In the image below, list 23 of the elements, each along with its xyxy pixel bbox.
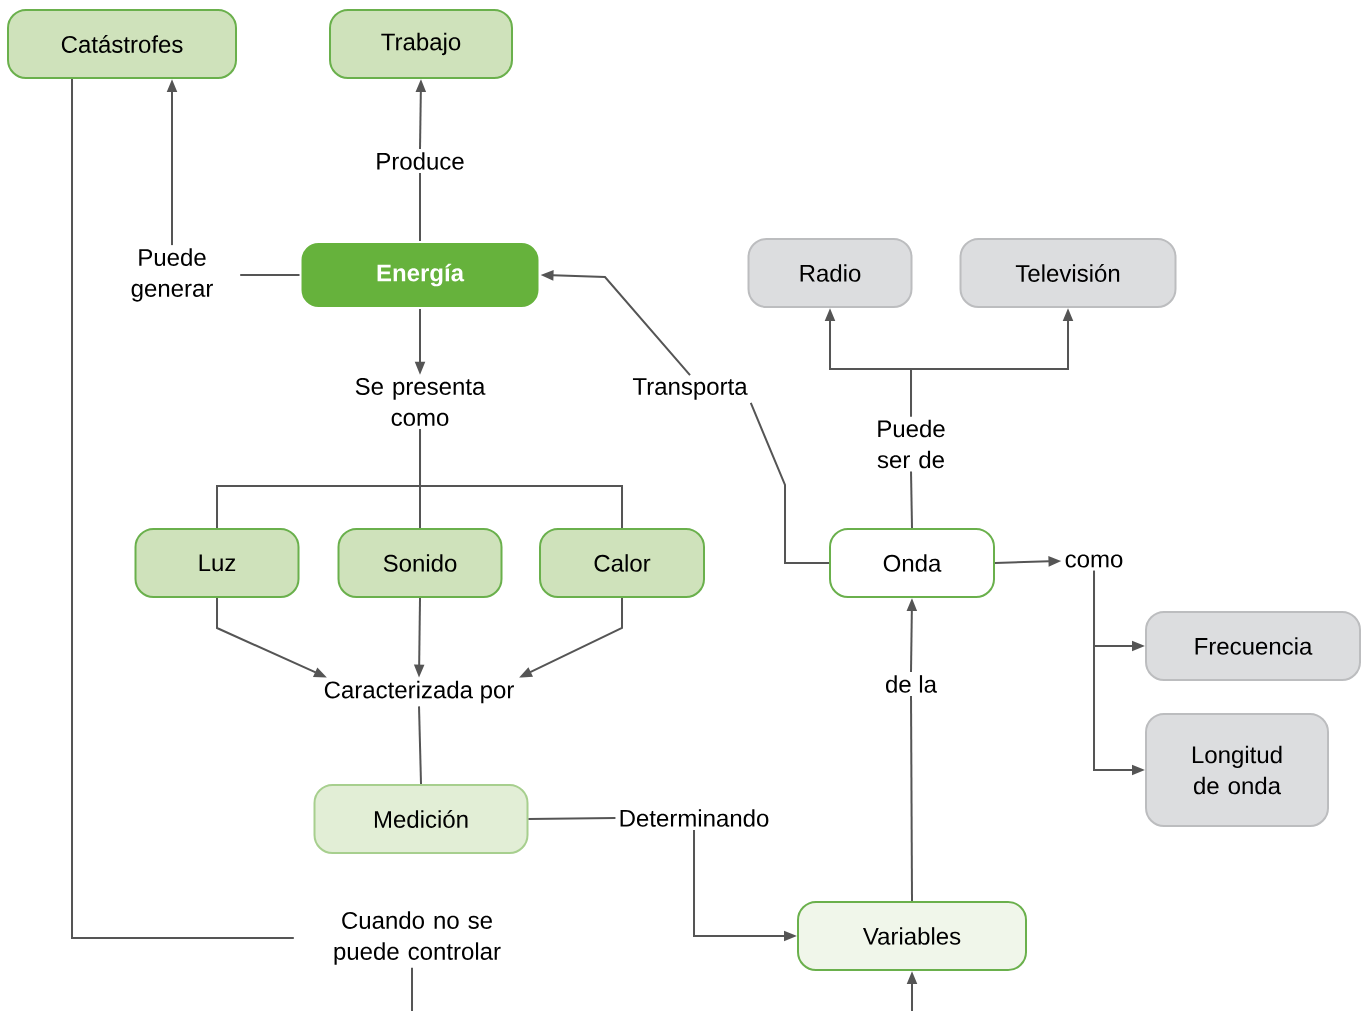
concept-box: Onda bbox=[829, 528, 995, 598]
concept-box: Variables bbox=[797, 901, 1027, 971]
concept-box: Sonido bbox=[337, 528, 503, 598]
concept-box: Longitud de onda bbox=[1145, 713, 1329, 827]
concept-box: Frecuencia bbox=[1145, 611, 1361, 681]
linking-text: Se presenta como bbox=[355, 378, 486, 426]
linking-text: como bbox=[1065, 554, 1123, 568]
concept-box: Calor bbox=[539, 528, 705, 598]
concept-box: Radio bbox=[747, 238, 913, 308]
concept-box: Luz bbox=[134, 528, 300, 598]
concept-box: Televisión bbox=[959, 238, 1177, 308]
concept-box: Trabajo bbox=[329, 9, 513, 79]
concept-box: Energía bbox=[299, 241, 541, 309]
linking-text: Puede generar bbox=[131, 248, 213, 302]
linking-text: Caracterizada por bbox=[324, 680, 514, 704]
concept-box: Medición bbox=[313, 784, 529, 854]
linking-text: Puede ser de bbox=[877, 419, 945, 469]
linking-text: Determinando bbox=[620, 809, 769, 827]
linking-text: Cuando no se puede controlar bbox=[334, 911, 501, 965]
linking-text: de la bbox=[886, 675, 937, 693]
concept-box: Catástrofes bbox=[7, 9, 237, 79]
linking-text: Produce bbox=[377, 152, 464, 170]
linking-text: Transporta bbox=[632, 378, 748, 400]
